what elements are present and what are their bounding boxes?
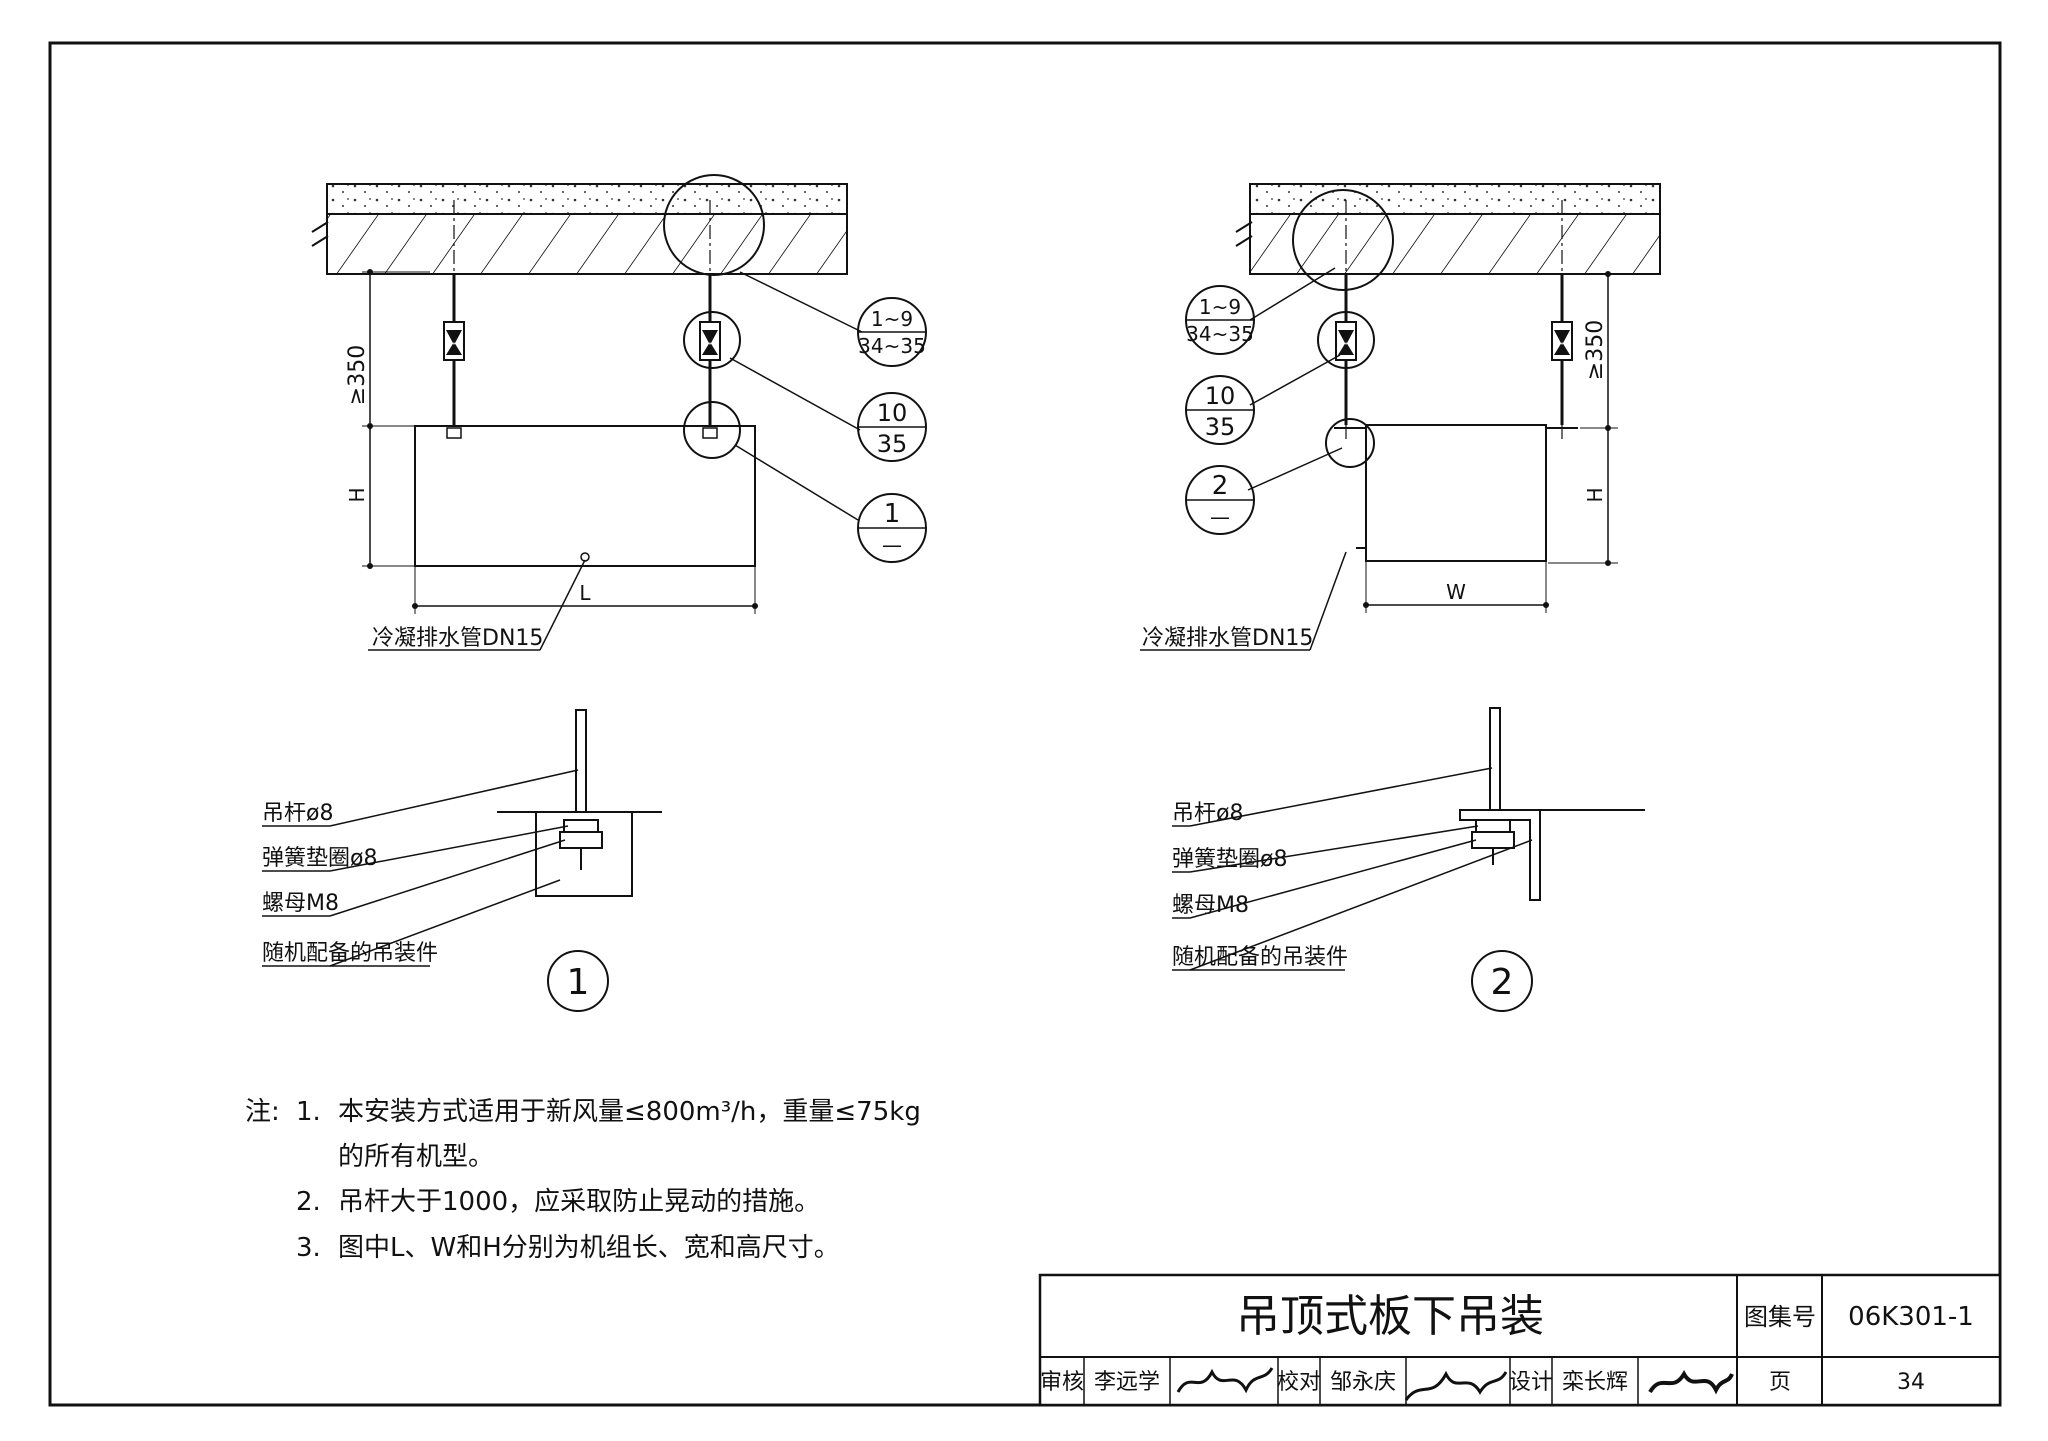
svg-text:10: 10 bbox=[877, 399, 908, 427]
right-elevation-view: ≥350 H W 冷凝排水管DN15 1~9 34~35 10 35 bbox=[1140, 183, 1661, 651]
page-label: 页 bbox=[1769, 1370, 1791, 1395]
designer-signature bbox=[1648, 1370, 1734, 1395]
min-height-label-left: ≥350 bbox=[345, 345, 370, 405]
dim-h-left: H bbox=[345, 487, 369, 502]
detail-circle-anchor-left bbox=[663, 174, 765, 276]
note-1-text-cont: 的所有机型。 bbox=[338, 1142, 494, 1172]
detail-circle-hanger-left bbox=[683, 311, 741, 369]
detail-2: 吊杆ø8 弹簧垫圈ø8 螺母M8 随机配备的吊装件 2 bbox=[1172, 707, 1645, 1012]
min-height-label-right: ≥350 bbox=[1583, 320, 1608, 380]
checker-name: 邹永庆 bbox=[1330, 1370, 1396, 1395]
notes-block: 注: 1. 本安装方式适用于新风量≤800m³/h，重量≤75kg 的所有机型。… bbox=[245, 1097, 921, 1263]
detail-1: 吊杆ø8 弹簧垫圈ø8 螺母M8 随机配备的吊装件 1 bbox=[262, 709, 662, 1012]
ref-bubble-hanger-right: 10 35 bbox=[1185, 375, 1255, 445]
ref-bubble-anchor-right: 1~9 34~35 bbox=[1185, 285, 1255, 355]
detail-2-label-washer: 弹簧垫圈ø8 bbox=[1172, 847, 1287, 872]
ref-bubble-anchor-left: 1~9 34~35 bbox=[857, 297, 927, 367]
detail-2-number-circle bbox=[1471, 950, 1533, 1012]
svg-text:1~9: 1~9 bbox=[871, 307, 913, 331]
reviewer-name: 李远学 bbox=[1094, 1370, 1160, 1395]
title-block: 吊顶式板下吊装 图集号 06K301-1 审核 李远学 校对 邹永庆 设计 栾长… bbox=[1038, 1273, 2002, 1407]
svg-text:35: 35 bbox=[1205, 413, 1236, 441]
note-1-text: 本安装方式适用于新风量≤800m³/h，重量≤75kg bbox=[338, 1097, 921, 1127]
note-3-num: 3. bbox=[296, 1233, 321, 1263]
drawing-title: 吊顶式板下吊装 bbox=[1236, 1291, 1544, 1342]
note-3-text: 图中L、W和H分别为机组长、宽和高尺寸。 bbox=[338, 1233, 840, 1263]
slab-concrete-right bbox=[1249, 213, 1661, 275]
detail-1-label-bracket: 随机配备的吊装件 bbox=[262, 941, 438, 966]
svg-text:2: 2 bbox=[1212, 471, 1229, 501]
detail-circle-bracket-right bbox=[1325, 418, 1375, 468]
detail-1-number: 1 bbox=[567, 962, 590, 1003]
detail-2-label-rod: 吊杆ø8 bbox=[1172, 801, 1243, 826]
note-1-num: 1. bbox=[296, 1097, 321, 1127]
atlas-number: 06K301-1 bbox=[1848, 1302, 1974, 1332]
detail-1-number-circle bbox=[547, 950, 609, 1012]
detail-1-label-washer: 弹簧垫圈ø8 bbox=[262, 846, 377, 871]
ref-bubble-bracket-left: 1 — bbox=[857, 493, 927, 563]
drain-label-right: 冷凝排水管DN15 bbox=[1142, 626, 1313, 651]
detail-1-label-rod: 吊杆ø8 bbox=[262, 801, 333, 826]
drain-label-left: 冷凝排水管DN15 bbox=[372, 626, 543, 651]
svg-text:34~35: 34~35 bbox=[858, 334, 926, 358]
slab-finish-left bbox=[326, 183, 848, 215]
dim-l-left: L bbox=[579, 581, 591, 605]
review-label: 审核 bbox=[1040, 1370, 1084, 1395]
svg-text:35: 35 bbox=[877, 430, 908, 458]
designer-name: 栾长辉 bbox=[1562, 1370, 1628, 1395]
page-number: 34 bbox=[1897, 1370, 1925, 1395]
ref-bubble-bracket-right: 2 — bbox=[1185, 465, 1255, 535]
checker-signature bbox=[1404, 1370, 1508, 1401]
svg-text:34~35: 34~35 bbox=[1186, 322, 1254, 346]
unit-body-left bbox=[414, 425, 756, 567]
detail-circle-anchor-right bbox=[1292, 189, 1394, 291]
detail-2-number: 2 bbox=[1491, 962, 1514, 1003]
svg-text:10: 10 bbox=[1205, 382, 1236, 410]
svg-text:—: — bbox=[882, 533, 902, 557]
dim-w-right: W bbox=[1446, 580, 1466, 604]
check-label: 校对 bbox=[1277, 1370, 1321, 1395]
detail-circle-hanger-right bbox=[1317, 311, 1375, 369]
detail-circle-bracket-left bbox=[683, 401, 741, 459]
svg-text:1~9: 1~9 bbox=[1199, 295, 1241, 319]
ref-bubble-hanger-left: 10 35 bbox=[857, 392, 927, 462]
atlas-label: 图集号 bbox=[1744, 1303, 1816, 1331]
note-2-text: 吊杆大于1000，应采取防止晃动的措施。 bbox=[338, 1187, 820, 1217]
slab-finish-right bbox=[1249, 183, 1661, 215]
detail-2-label-bracket: 随机配备的吊装件 bbox=[1172, 945, 1348, 970]
unit-body-right bbox=[1365, 424, 1547, 562]
detail-1-label-nut: 螺母M8 bbox=[262, 891, 339, 916]
left-elevation-view: ≥350 H L 冷凝排水管DN15 1~9 34~35 10 bbox=[311, 174, 927, 651]
note-2-num: 2. bbox=[296, 1187, 321, 1217]
detail-2-label-nut: 螺母M8 bbox=[1172, 893, 1249, 918]
design-label: 设计 bbox=[1509, 1370, 1553, 1395]
dim-h-right: H bbox=[1583, 487, 1607, 502]
sheet-border bbox=[48, 41, 2002, 1407]
slab-concrete-left bbox=[326, 213, 848, 275]
svg-text:1: 1 bbox=[884, 499, 901, 529]
svg-text:—: — bbox=[1210, 505, 1230, 529]
angle-bracket-2 bbox=[1459, 809, 1541, 901]
notes-prefix: 注: bbox=[245, 1097, 280, 1127]
reviewer-signature bbox=[1176, 1367, 1274, 1394]
